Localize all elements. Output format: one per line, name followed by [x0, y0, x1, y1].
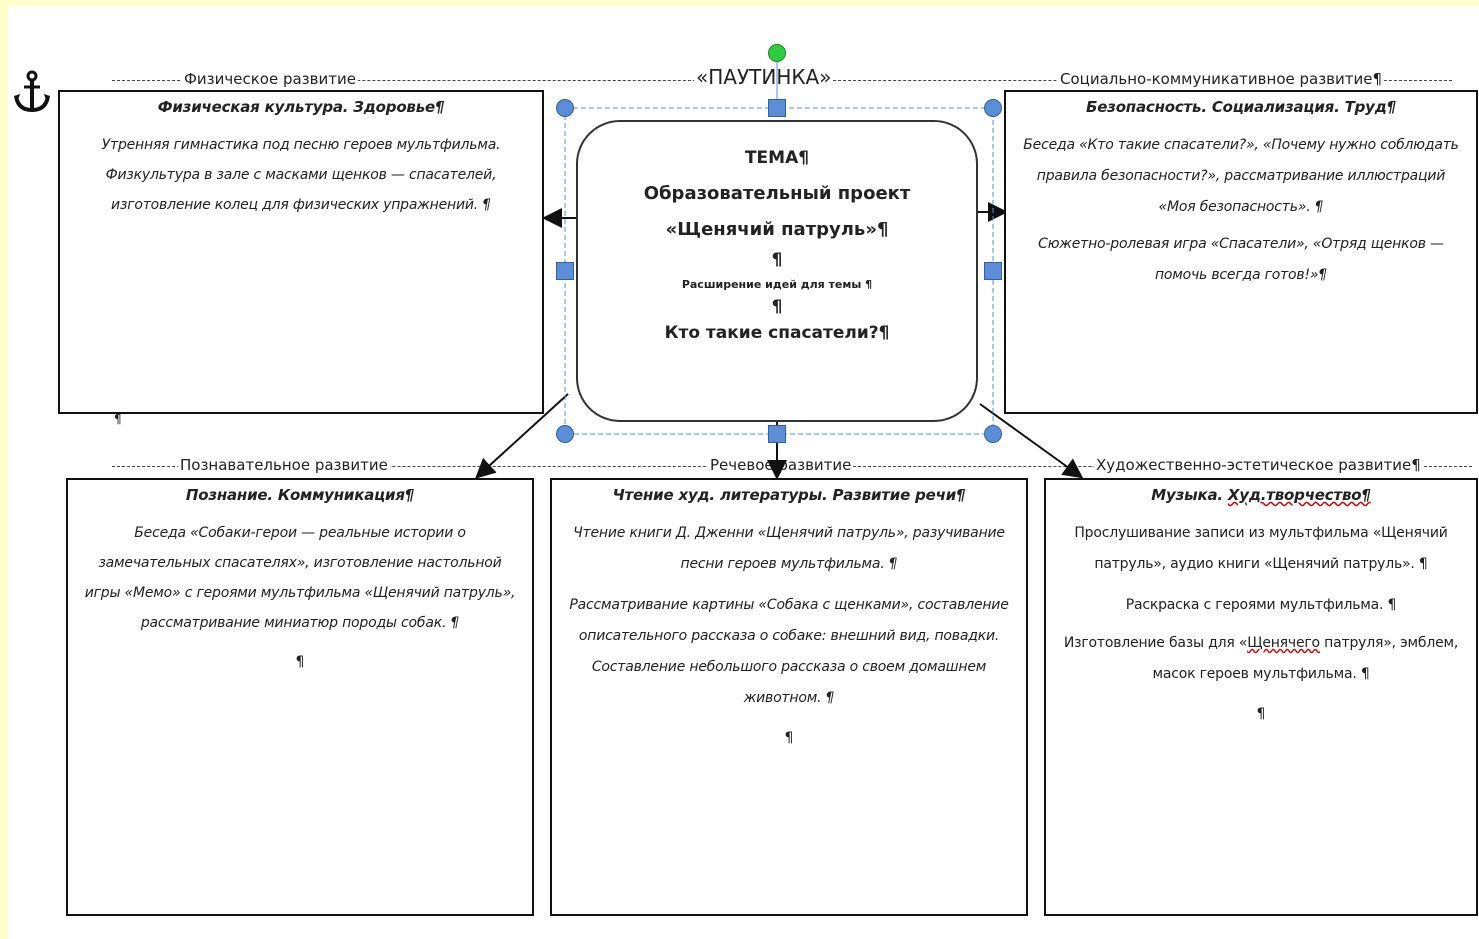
- box-heading: Познание. Коммуникация¶: [185, 486, 415, 504]
- label-cognitive: Познавательное развитие: [178, 456, 390, 474]
- box-text: Чтение книги Д. Дженни «Щенячий патруль»…: [573, 525, 1005, 572]
- box-pilcrow: ¶: [784, 730, 794, 746]
- center-theme-shape[interactable]: ТЕМА¶ Образовательный проект «Щенячий па…: [576, 120, 978, 422]
- box-text: Беседа «Кто такие спасатели?», «Почему н…: [1023, 137, 1459, 215]
- box-text: Утренняя гимнастика под песню героев мул…: [101, 137, 501, 213]
- anchor-icon: [14, 70, 50, 113]
- box-heading: Чтение худ. литературы. Развитие речи¶: [612, 486, 966, 504]
- resize-handle-top-right[interactable]: [984, 99, 1002, 117]
- box-pilcrow: ¶: [1256, 706, 1266, 722]
- heading-part-b: Худ.творчество¶: [1227, 486, 1371, 504]
- resize-handle-left[interactable]: [556, 262, 574, 280]
- center-pilcrow: ¶: [771, 250, 783, 270]
- box-text-3: Изготовление базы для «Щенячего патруля»…: [1046, 628, 1476, 690]
- label-artistic: Художественно-эстетическое развитие¶: [1094, 456, 1423, 474]
- text3-a: Изготовление базы для «: [1063, 635, 1248, 651]
- box-text: Прослушивание записи из мультфильма «Щен…: [1074, 525, 1448, 572]
- box-heading: Безопасность. Социализация. Труд¶: [1085, 98, 1397, 116]
- center-project-line1: Образовательный проект: [643, 183, 911, 204]
- center-pilcrow-2: ¶: [771, 297, 783, 317]
- text3-b: Щенячего: [1247, 635, 1320, 651]
- box-text-2: Рассматривание картины «Собака с щенками…: [569, 597, 1009, 706]
- resize-handle-right[interactable]: [984, 262, 1002, 280]
- box-pilcrow: ¶: [295, 654, 305, 670]
- box-text: Беседа «Собаки-герои — реальные истории …: [84, 525, 516, 631]
- rotate-handle[interactable]: [768, 44, 786, 62]
- box-social: Безопасность. Социализация. Труд¶ Беседа…: [1004, 90, 1478, 414]
- center-question: Кто такие спасатели?¶: [664, 323, 890, 343]
- resize-handle-top-left[interactable]: [556, 99, 574, 117]
- text3-c: патруля», эмблем, масок героев мультфиль…: [1152, 635, 1459, 682]
- box-heading: Музыка. Худ.творчество¶: [1046, 486, 1476, 504]
- resize-handle-bottom-right[interactable]: [984, 425, 1002, 443]
- center-theme: ТЕМА¶: [744, 148, 810, 168]
- box-cognitive: Познание. Коммуникация¶ Беседа «Собаки-г…: [66, 478, 534, 916]
- box-speech: Чтение худ. литературы. Развитие речи¶ Ч…: [550, 478, 1028, 916]
- label-social: Социально-коммуникативное развитие¶: [1058, 70, 1385, 88]
- box-heading: Физическая культура. Здоровье¶: [157, 98, 445, 116]
- stray-pilcrow: ¶: [114, 412, 122, 426]
- resize-handle-top[interactable]: [768, 99, 786, 117]
- center-project-line2: «Щенячий патруль»¶: [665, 219, 889, 240]
- page-title: «ПАУТИНКА»: [694, 65, 834, 89]
- box-text-2: Сюжетно-ролевая игра «Спасатели», «Отряд…: [1038, 236, 1444, 283]
- document-page: Физическое развитие «ПАУТИНКА» Социально…: [8, 6, 1479, 939]
- label-physical: Физическое развитие: [182, 70, 358, 88]
- box-physical: Физическая культура. Здоровье¶ Утренняя …: [58, 90, 544, 414]
- box-text-2: Раскраска с героями мультфильма. ¶: [1125, 597, 1397, 613]
- center-expansion: Расширение идей для темы ¶: [681, 278, 873, 291]
- resize-handle-bottom[interactable]: [768, 425, 786, 443]
- box-artistic: Музыка. Худ.творчество¶ Прослушивание за…: [1044, 478, 1478, 916]
- resize-handle-bottom-left[interactable]: [556, 425, 574, 443]
- heading-part-a: Музыка.: [1151, 486, 1228, 504]
